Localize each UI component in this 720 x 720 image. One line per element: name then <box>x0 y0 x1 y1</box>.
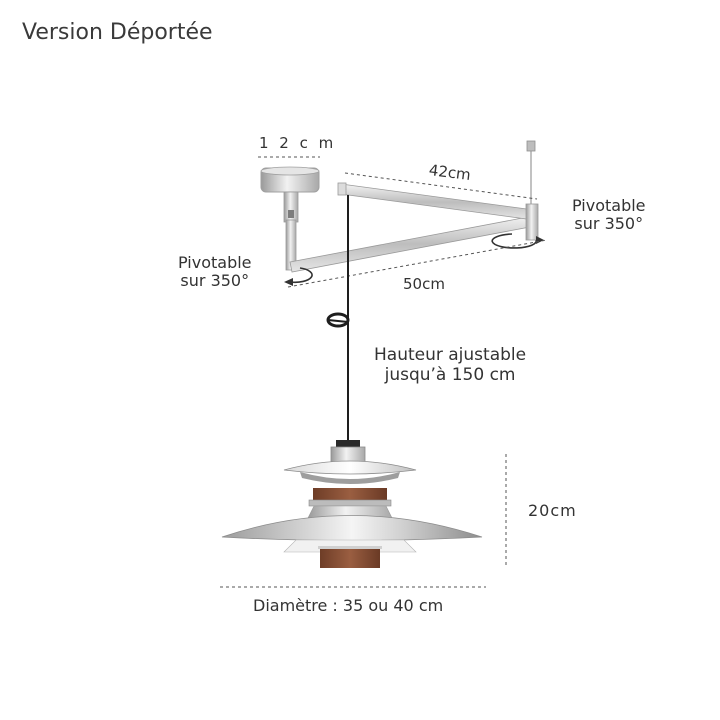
lower-arm <box>289 215 536 273</box>
right-pivot <box>525 140 539 241</box>
pendant-shade <box>221 440 483 568</box>
pivot-arrow-icon <box>284 267 313 286</box>
diameter-label: Diamètre : 35 ou 40 cm <box>253 596 444 615</box>
upper-arm <box>340 183 535 221</box>
adjustable-height-line-1: Hauteur ajustable <box>374 345 527 365</box>
cable-clip <box>326 312 350 328</box>
left-pivot-line-1: Pivotable <box>178 253 252 272</box>
left-pivot-line-2: sur 350° <box>180 271 250 291</box>
shade-height-label: 20cm <box>528 501 577 520</box>
ceiling-canopy <box>260 166 320 223</box>
lower-arm-length-label: 50cm <box>403 275 445 293</box>
right-pivot-label: Pivotable sur 350° <box>572 196 646 234</box>
canopy-width-label: 1 2 c m <box>259 134 337 152</box>
page-title: Version Déportée <box>22 20 213 45</box>
dimension-lines <box>220 156 548 588</box>
adjustable-height-label: Hauteur ajustable jusqu’à 150 cm <box>374 345 527 385</box>
adjustable-height-line-2: jusqu’à 150 cm <box>384 364 516 385</box>
right-pivot-line-1: Pivotable <box>572 196 646 215</box>
left-pivot-post <box>285 219 297 271</box>
right-pivot-line-2: sur 350° <box>574 214 644 234</box>
left-pivot-label: Pivotable sur 350° <box>178 253 252 291</box>
